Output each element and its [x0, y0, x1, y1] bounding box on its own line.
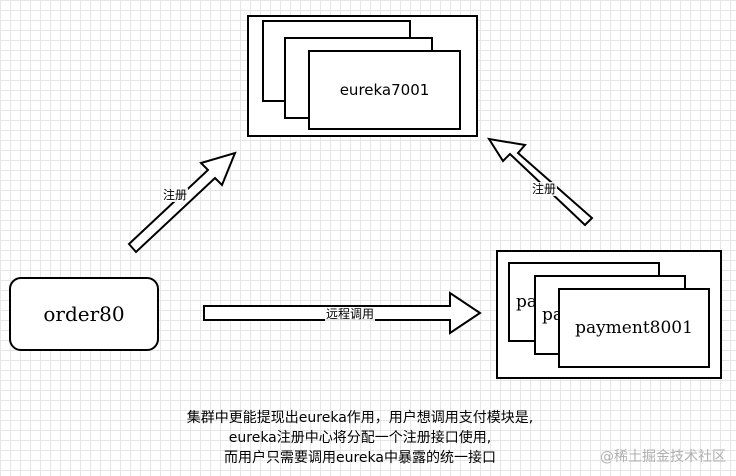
caption-line-1: 集群中更能提现出eureka作用，用户想调用支付模块是,: [186, 410, 534, 426]
remote-call-label: 远程调用: [325, 307, 376, 321]
caption-line-2: eureka注册中心将分配一个注册接口使用,: [228, 430, 492, 446]
payment-node-label: payment8001: [575, 318, 693, 338]
caption: 集群中更能提现出eureka作用，用户想调用支付模块是, eureka注册中心将…: [100, 408, 620, 468]
register-left-label: 注册: [162, 188, 189, 202]
eureka-node-front: eureka7001: [308, 50, 461, 130]
eureka-node-label: eureka7001: [339, 81, 430, 99]
order-service-box: order80: [9, 277, 159, 351]
payment-node-middle-label: pa: [542, 305, 564, 325]
register-arrow-left: [127, 151, 237, 254]
register-right-label: 注册: [531, 182, 558, 196]
watermark: @稀土掘金技术社区: [600, 449, 726, 465]
payment-node-front: payment8001: [558, 288, 710, 368]
caption-line-3: 而用户只需要调用eureka中暴露的统一接口: [224, 450, 496, 466]
order-service-label: order80: [43, 302, 125, 326]
